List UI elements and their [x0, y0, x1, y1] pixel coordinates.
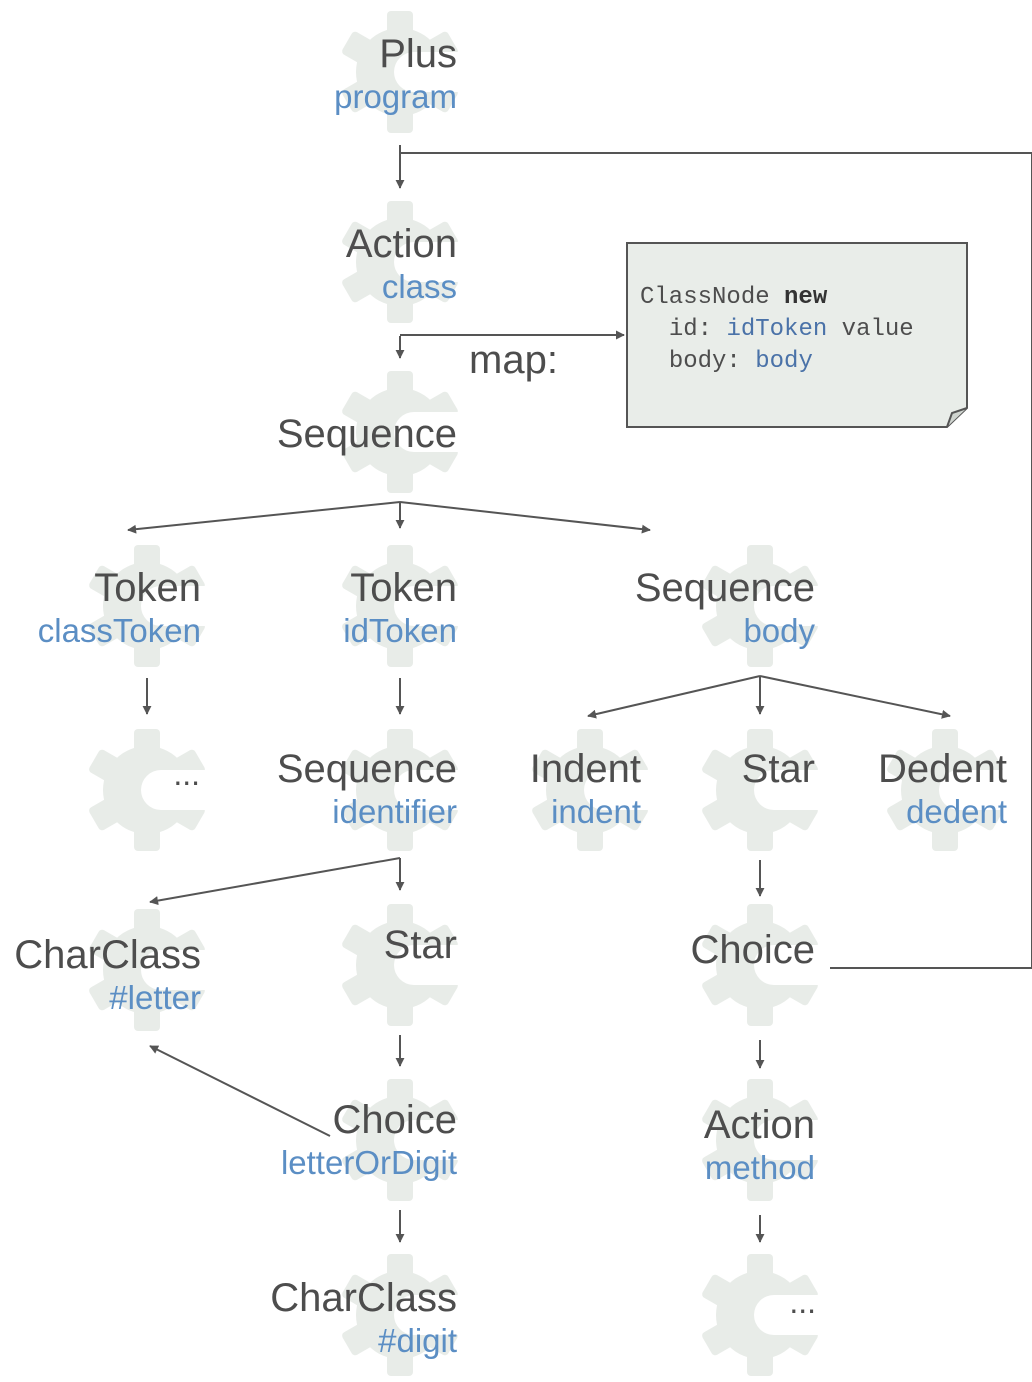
edge-arrow [759, 675, 951, 719]
node-name-label: classToken [37, 612, 201, 649]
node-type-label: Dedent [878, 747, 1007, 791]
gear-icon [695, 541, 825, 671]
note-keyword: new [784, 284, 828, 311]
note-key-id: id: [668, 316, 713, 343]
note-key-body: body: [668, 348, 741, 375]
gear-icon [335, 1075, 465, 1205]
edge-arrow [149, 857, 401, 906]
note-class-name: ClassNode [640, 284, 770, 311]
node-type-label: Sequence [634, 566, 815, 610]
node-name-label: program [334, 78, 457, 115]
gear-icon [880, 725, 1010, 855]
node-type-label: Action [703, 1103, 815, 1147]
gear-icon [695, 1075, 825, 1205]
node-name-label: identifier [332, 793, 457, 830]
gear-icon [695, 725, 825, 855]
gear-icon [335, 197, 465, 327]
node-name-label: method [704, 1149, 815, 1186]
node-type-label: Sequence [276, 412, 457, 456]
node-name-label: indent [551, 793, 641, 830]
gear-icon [82, 905, 212, 1035]
gear-icon [335, 1250, 465, 1380]
edge-arrow [399, 501, 651, 534]
node-type-label: Star [383, 923, 457, 967]
node-ellipsis: ... [173, 756, 200, 792]
gear-icon [335, 367, 465, 497]
edge-arrow [587, 675, 761, 719]
gear-icon [695, 1250, 825, 1380]
node-type-label: CharClass [14, 933, 201, 977]
gear-icon [335, 900, 465, 1030]
node-name-label: letterOrDigit [280, 1144, 457, 1181]
gear-icon [335, 725, 465, 855]
gear-icon [525, 725, 655, 855]
node-type-label: Action [345, 222, 457, 266]
node-type-label: Token [94, 566, 201, 610]
map-label: map: [469, 338, 558, 382]
gear-icon [82, 725, 212, 855]
node-name-label: #letter [109, 979, 201, 1016]
node-type-label: Plus [379, 32, 457, 76]
note-ref-idtoken: idToken [726, 316, 828, 343]
node-name-label: body [743, 612, 815, 649]
node-type-label: Star [741, 747, 815, 791]
note-shape [626, 242, 968, 428]
node-name-label: dedent [906, 793, 1007, 830]
node-name-label: class [381, 268, 457, 305]
gear-icon [695, 900, 825, 1030]
note-suffix-value: value [841, 316, 914, 343]
node-ellipsis: ... [789, 1284, 816, 1320]
node-type-label: Choice [690, 928, 815, 972]
gear-icon [335, 541, 465, 671]
map-note-code: ClassNode new id: idToken value body: bo… [640, 282, 914, 378]
edge-arrow [149, 1045, 331, 1137]
gear-icon [82, 541, 212, 671]
node-name-label: #digit [378, 1322, 457, 1359]
map-note [626, 242, 968, 428]
edge-arrow [127, 501, 401, 534]
note-ref-body: body [755, 348, 813, 375]
node-type-label: CharClass [270, 1276, 457, 1320]
node-type-label: Indent [529, 747, 641, 791]
node-type-label: Choice [332, 1098, 457, 1142]
node-type-label: Token [350, 566, 457, 610]
gear-icon [335, 7, 465, 137]
node-type-label: Sequence [276, 747, 457, 791]
node-name-label: idToken [343, 612, 457, 649]
